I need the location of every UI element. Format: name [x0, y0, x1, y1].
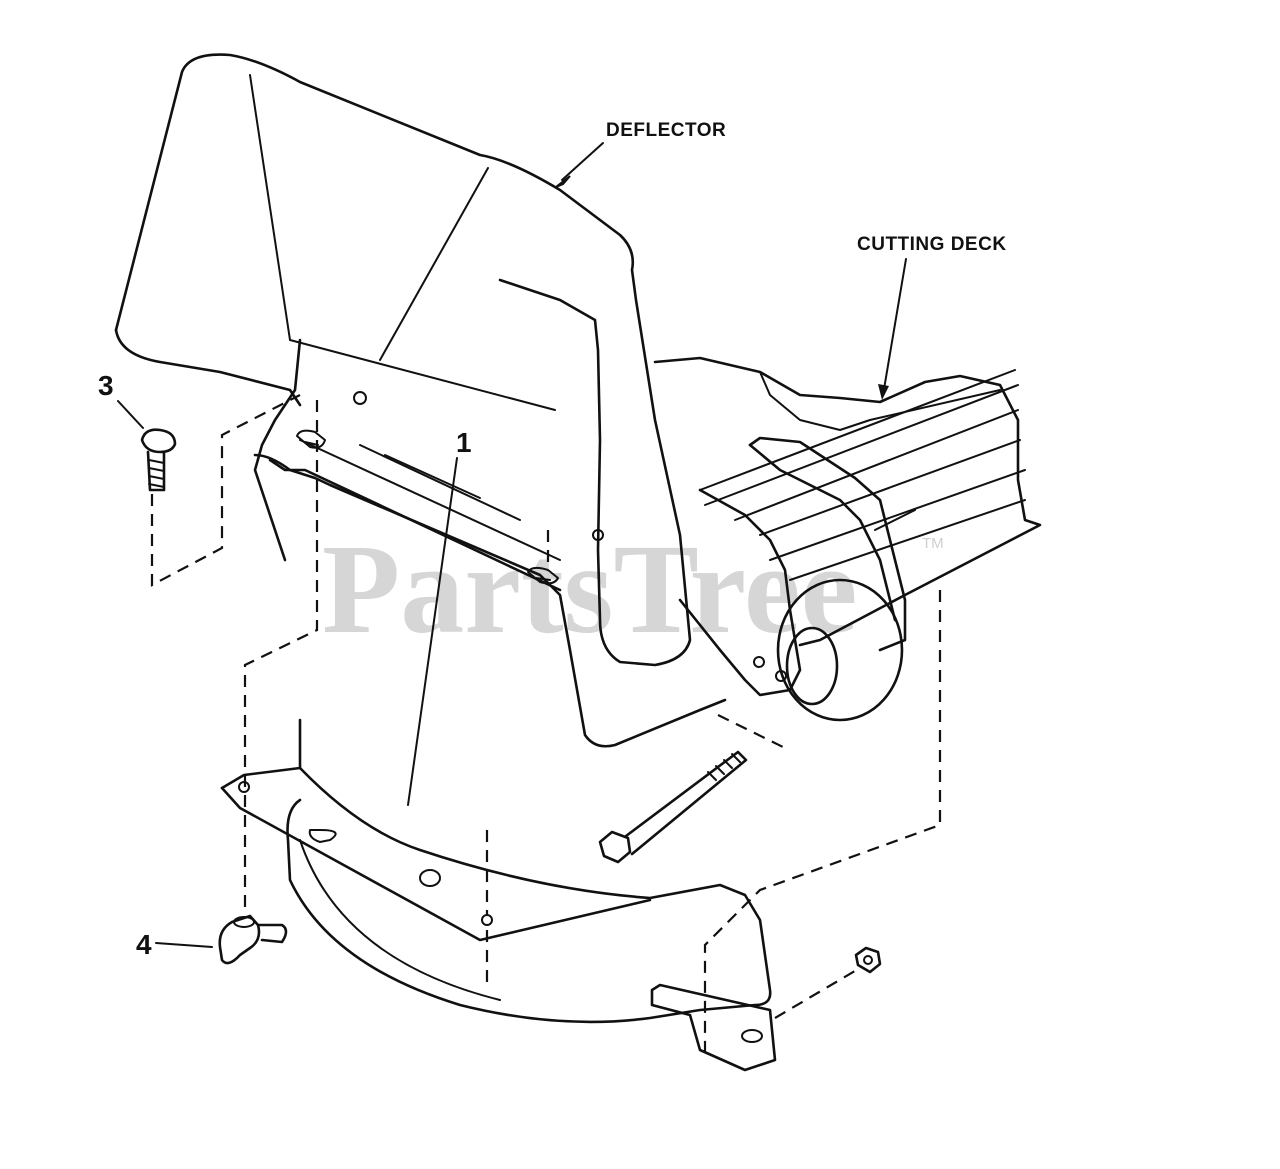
watermark: PartsTree TM — [322, 518, 944, 660]
watermark-trademark: TM — [922, 535, 944, 552]
deflector-drawing — [114, 53, 727, 748]
part-1-drawing — [220, 718, 777, 1072]
callout-4: 4 — [136, 929, 152, 960]
hex-nut — [854, 946, 882, 974]
cutting-deck-label: CUTTING DECK — [857, 234, 1007, 255]
leader-lines — [117, 142, 907, 948]
long-bolt — [598, 750, 748, 864]
part-4-wingnut — [218, 914, 288, 965]
assembly-lines — [150, 394, 942, 1058]
callout-3: 3 — [98, 370, 114, 401]
callout-1: 1 — [456, 427, 472, 458]
deflector-label: DEFLECTOR — [606, 120, 726, 141]
part-3-bolt — [140, 428, 177, 492]
watermark-text: PartsTree — [322, 518, 857, 660]
cutting-deck-drawing — [653, 356, 1042, 722]
labels: DEFLECTOR CUTTING DECK 1 3 4 — [98, 120, 1007, 960]
